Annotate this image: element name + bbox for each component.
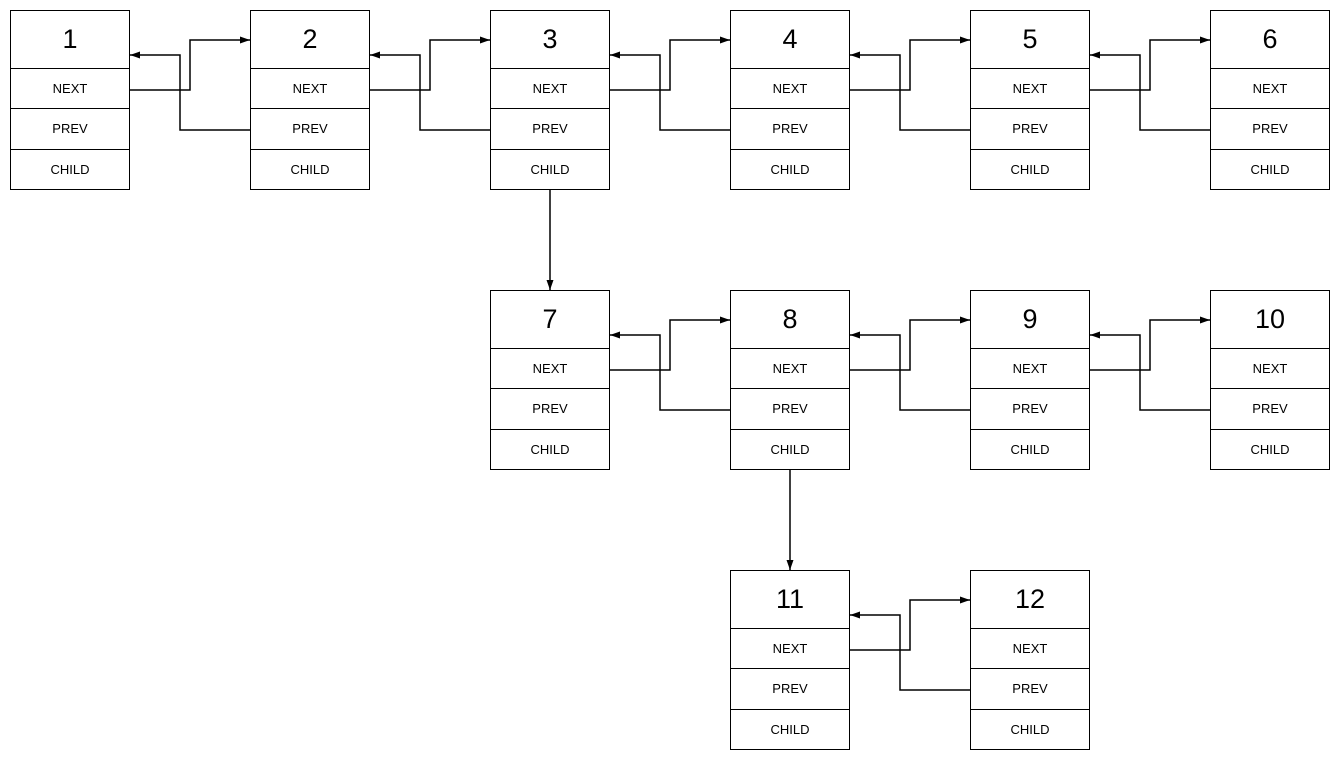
node-field-next: NEXT xyxy=(251,69,369,110)
next-arrow-7-8 xyxy=(610,316,730,371)
next-arrow-8-9 xyxy=(850,316,970,371)
node-field-next: NEXT xyxy=(731,629,849,670)
node-field-child: CHILD xyxy=(1010,441,1050,457)
node-field-child: CHILD xyxy=(1010,161,1050,177)
node-value: 3 xyxy=(491,11,609,69)
node-field-next: NEXT xyxy=(971,349,1089,390)
node-field-child: CHILD xyxy=(530,161,570,177)
node-value: 9 xyxy=(971,291,1089,349)
node-value: 6 xyxy=(1211,11,1329,69)
next-arrow-1-2 xyxy=(130,36,250,91)
node-field-prev: PREV xyxy=(971,389,1089,430)
node-value: 8 xyxy=(731,291,849,349)
node-value: 4 xyxy=(731,11,849,69)
node-value: 11 xyxy=(731,571,849,629)
node-field-next: NEXT xyxy=(11,69,129,110)
node-field-prev: PREV xyxy=(971,109,1089,150)
node-field-child: CHILD xyxy=(770,441,810,457)
node-field-prev: PREV xyxy=(731,669,849,710)
node-field-next: NEXT xyxy=(731,69,849,110)
prev-arrow-2-1 xyxy=(130,51,250,131)
node-value: 1 xyxy=(11,11,129,69)
node-field-prev: PREV xyxy=(1211,389,1329,430)
node-field-child: CHILD xyxy=(50,161,90,177)
node-field-next: NEXT xyxy=(971,629,1089,670)
next-arrow-5-6 xyxy=(1090,36,1210,91)
node-field-prev: PREV xyxy=(491,389,609,430)
node-field-next: NEXT xyxy=(1211,69,1329,110)
node-field-prev: PREV xyxy=(731,389,849,430)
node-value: 2 xyxy=(251,11,369,69)
node-field-next: NEXT xyxy=(731,349,849,390)
node-field-child: CHILD xyxy=(770,161,810,177)
node-field-prev: PREV xyxy=(11,109,129,150)
node-field-prev: PREV xyxy=(251,109,369,150)
prev-arrow-8-7 xyxy=(610,331,730,411)
node-field-child: CHILD xyxy=(1010,721,1050,737)
next-arrow-3-4 xyxy=(610,36,730,91)
node-field-prev: PREV xyxy=(971,669,1089,710)
node-field-next: NEXT xyxy=(491,69,609,110)
prev-arrow-5-4 xyxy=(850,51,970,131)
node-field-next: NEXT xyxy=(491,349,609,390)
prev-arrow-4-3 xyxy=(610,51,730,131)
prev-arrow-3-2 xyxy=(370,51,490,131)
node-field-child: CHILD xyxy=(290,161,330,177)
node-field-prev: PREV xyxy=(731,109,849,150)
prev-arrow-12-11 xyxy=(850,611,970,691)
next-arrow-11-12 xyxy=(850,596,970,651)
node-field-child: CHILD xyxy=(1250,441,1290,457)
node-field-prev: PREV xyxy=(1211,109,1329,150)
node-field-child: CHILD xyxy=(770,721,810,737)
prev-arrow-10-9 xyxy=(1090,331,1210,411)
node-field-prev: PREV xyxy=(491,109,609,150)
node-value: 7 xyxy=(491,291,609,349)
next-arrow-4-5 xyxy=(850,36,970,91)
node-value: 12 xyxy=(971,571,1089,629)
node-value: 10 xyxy=(1211,291,1329,349)
prev-arrow-9-8 xyxy=(850,331,970,411)
node-field-next: NEXT xyxy=(1211,349,1329,390)
prev-arrow-6-5 xyxy=(1090,51,1210,131)
next-arrow-9-10 xyxy=(1090,316,1210,371)
node-field-child: CHILD xyxy=(1250,161,1290,177)
node-value: 5 xyxy=(971,11,1089,69)
node-field-child: CHILD xyxy=(530,441,570,457)
node-field-next: NEXT xyxy=(971,69,1089,110)
next-arrow-2-3 xyxy=(370,36,490,91)
